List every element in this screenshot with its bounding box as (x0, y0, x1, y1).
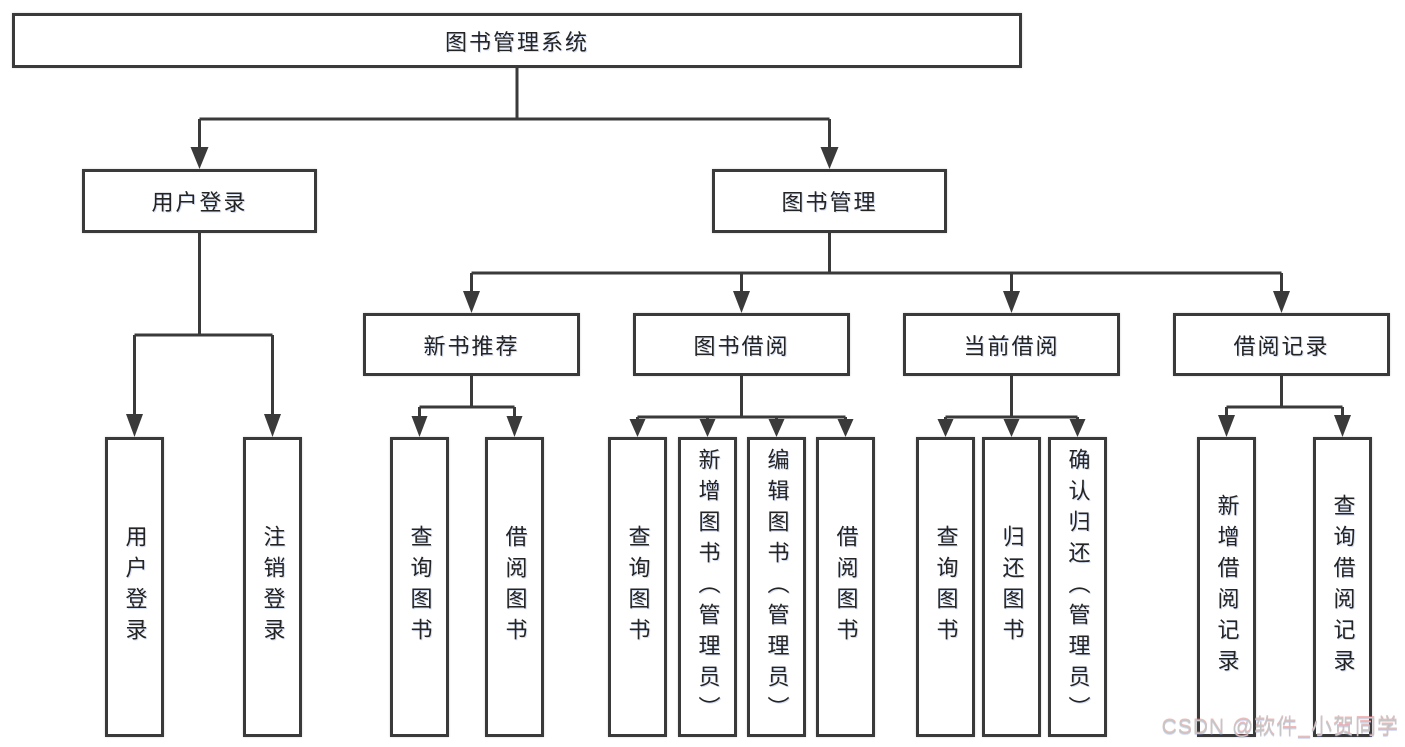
node-label: 新增借阅记录 (1214, 494, 1240, 680)
node-confirm-return-admin: 确认归还（管理员） (1048, 437, 1107, 737)
node-borrow-books-recommend: 借阅图书 (485, 437, 544, 737)
node-label: 当前借阅 (963, 333, 1060, 359)
node-label: 查询图书 (933, 525, 959, 649)
node-return-books: 归还图书 (982, 437, 1041, 737)
node-add-borrow-record: 新增借阅记录 (1197, 437, 1256, 737)
node-label: 图书管理 (781, 190, 878, 215)
node-label: 图书管理系统 (444, 29, 589, 55)
node-label: 借阅图书 (833, 525, 859, 649)
node-query-borrow-record: 查询借阅记录 (1313, 437, 1372, 737)
node-label: 借阅记录 (1233, 333, 1330, 359)
node-label: 查询图书 (625, 525, 651, 649)
node-label: 图书借阅 (693, 333, 790, 359)
node-book-borrowing: 图书借阅 (633, 313, 850, 376)
node-label: 查询借阅记录 (1330, 494, 1356, 680)
node-label: 新书推荐 (423, 333, 520, 359)
node-add-books-admin: 新增图书（管理员） (678, 437, 737, 737)
node-new-book-recommendation: 新书推荐 (363, 313, 580, 376)
node-label: 借阅图书 (502, 525, 528, 649)
node-current-borrowing: 当前借阅 (903, 313, 1120, 376)
node-user-login-leaf: 用户登录 (105, 437, 164, 737)
node-label: 用户登录 (151, 190, 248, 215)
node-label: 确认归还（管理员） (1065, 447, 1091, 727)
node-query-books-recommend: 查询图书 (390, 437, 449, 737)
node-book-management: 图书管理 (712, 169, 947, 233)
node-query-books-borrow: 查询图书 (608, 437, 667, 737)
node-label: 新增图书（管理员） (695, 447, 721, 727)
node-library-management-system: 图书管理系统 (12, 13, 1022, 68)
node-label: 归还图书 (999, 525, 1025, 649)
node-label: 查询图书 (407, 525, 433, 649)
node-edit-books-admin: 编辑图书（管理员） (747, 437, 806, 737)
node-logout: 注销登录 (243, 437, 302, 737)
node-borrow-books: 借阅图书 (816, 437, 875, 737)
node-user-login: 用户登录 (82, 169, 317, 233)
node-label: 编辑图书（管理员） (764, 447, 790, 727)
node-label: 用户登录 (122, 525, 148, 649)
node-query-books-current: 查询图书 (916, 437, 975, 737)
node-label: 注销登录 (260, 525, 286, 649)
node-borrowing-records: 借阅记录 (1173, 313, 1390, 376)
